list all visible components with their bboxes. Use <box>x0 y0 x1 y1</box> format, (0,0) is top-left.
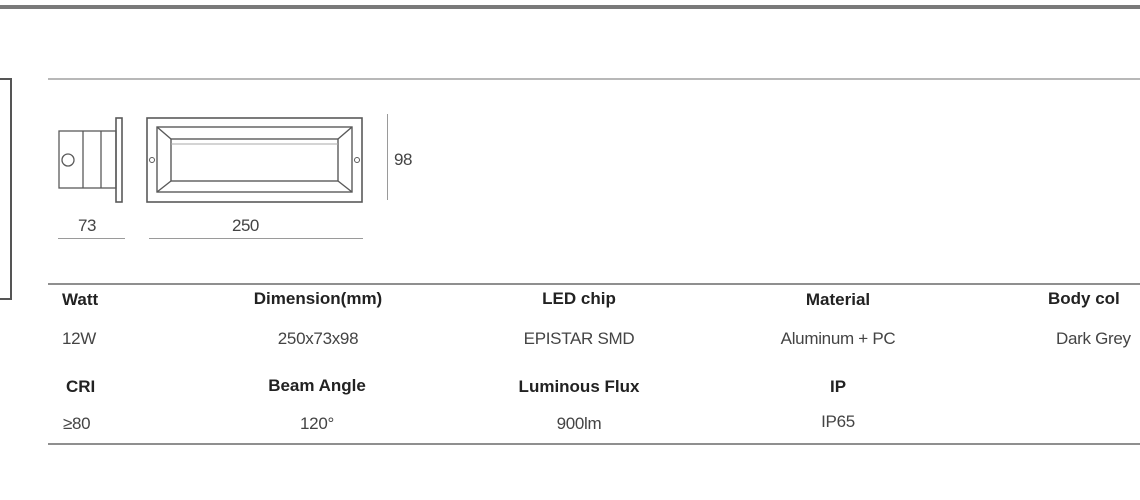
section-divider <box>48 78 1140 80</box>
width-dimension-label: 250 <box>232 216 259 235</box>
value-body-color: Dark Grey <box>1056 329 1131 348</box>
header-beam-angle: Beam Angle <box>268 376 366 395</box>
front-view-drawing <box>146 117 363 203</box>
value-beam-angle: 120° <box>300 414 334 433</box>
value-luminous-flux: 900lm <box>556 414 602 433</box>
value-watt: 12W <box>62 329 97 348</box>
header-led-chip: LED chip <box>542 289 616 308</box>
depth-dimension-line <box>58 238 125 239</box>
header-material: Material <box>805 290 871 309</box>
width-dimension-line <box>149 238 363 239</box>
height-dimension-line <box>387 114 388 200</box>
header-dimension: Dimension(mm) <box>253 289 383 308</box>
top-rule <box>0 5 1140 9</box>
spec-table-bottom-rule <box>48 443 1140 445</box>
header-body-color: Body col <box>1048 289 1120 308</box>
spec-table-top-rule <box>48 283 1140 285</box>
header-watt: Watt <box>62 290 99 309</box>
height-dimension-label: 98 <box>394 150 412 169</box>
product-technical-drawing <box>58 117 363 203</box>
value-material: Aluminum + PC <box>780 329 896 348</box>
depth-dimension-label: 73 <box>78 216 96 235</box>
header-luminous-flux: Luminous Flux <box>518 377 640 396</box>
value-led-chip: EPISTAR SMD <box>523 329 635 348</box>
side-view-drawing <box>58 117 123 203</box>
value-cri: ≥80 <box>63 414 91 433</box>
value-ip: IP65 <box>821 412 855 431</box>
adjacent-panel-frame <box>0 78 12 300</box>
header-cri: CRI <box>66 377 96 396</box>
header-ip: IP <box>829 377 847 396</box>
value-dimension: 250x73x98 <box>277 329 359 348</box>
